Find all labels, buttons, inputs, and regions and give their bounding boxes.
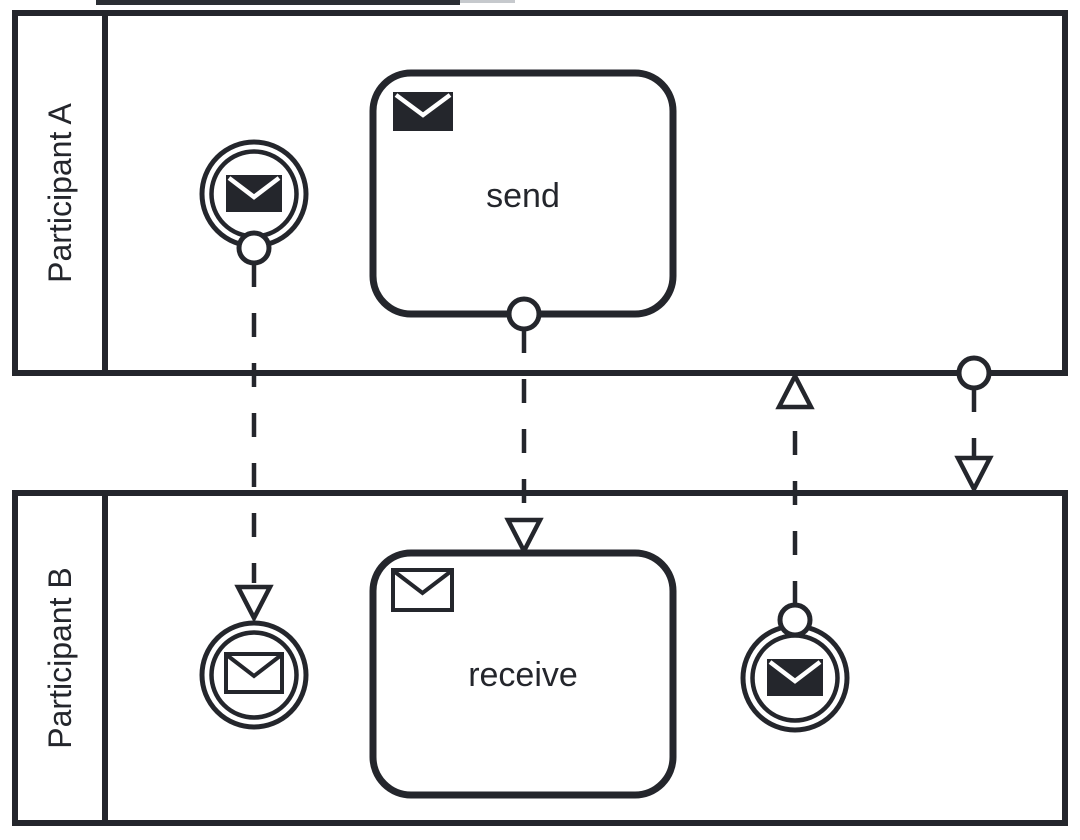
message-filled-icon bbox=[226, 175, 282, 212]
open-arrowhead-icon bbox=[234, 584, 274, 623]
flow-source-connector bbox=[506, 296, 542, 332]
open-arrowhead-icon bbox=[504, 517, 544, 556]
pool-b-label: Participant B bbox=[42, 567, 78, 748]
task-send-label: send bbox=[486, 177, 560, 215]
pool-a-label: Participant A bbox=[42, 103, 78, 283]
task-receive: receive bbox=[369, 549, 677, 799]
event-message-throw-a bbox=[199, 139, 309, 266]
flow-source-connector bbox=[777, 602, 813, 638]
task-receive-label: receive bbox=[468, 656, 578, 694]
open-arrowhead-icon bbox=[954, 455, 994, 494]
message-flow-pool-a-to-pool-b bbox=[954, 355, 994, 494]
message-flow-throw-b-to-pool-a bbox=[775, 371, 815, 605]
message-flow-throw-a-to-catch-b bbox=[234, 263, 274, 623]
open-arrowhead-icon bbox=[775, 371, 815, 410]
message-flow-send-to-receive bbox=[504, 329, 544, 556]
event-message-throw-b bbox=[740, 602, 850, 733]
flow-source-connector bbox=[956, 355, 992, 391]
event-message-catch-b bbox=[199, 620, 309, 730]
message-filled-icon bbox=[393, 92, 453, 131]
top-edge-artifact-faint bbox=[460, 0, 515, 3]
top-edge-artifact bbox=[96, 0, 460, 5]
task-receive-body bbox=[369, 549, 677, 799]
message-outline-icon bbox=[391, 568, 454, 612]
task-send: send bbox=[369, 69, 677, 332]
message-outline-icon bbox=[224, 652, 284, 694]
message-filled-icon bbox=[767, 659, 823, 696]
flow-source-connector bbox=[236, 230, 272, 266]
